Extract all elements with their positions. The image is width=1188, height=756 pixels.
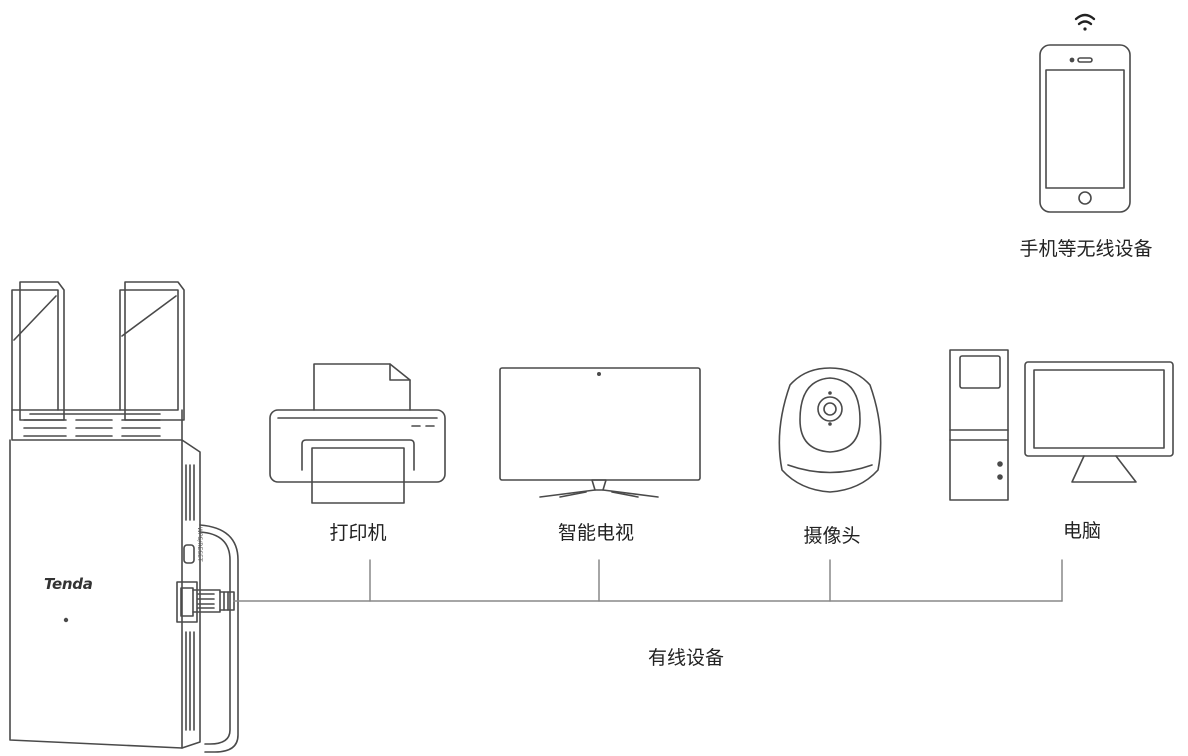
smart-tv-icon xyxy=(499,367,701,498)
printer-label: 打印机 xyxy=(329,522,387,544)
camera-icon xyxy=(778,367,882,493)
computer-label: 电脑 xyxy=(1062,520,1102,542)
camera-label: 摄像头 xyxy=(803,525,861,547)
phone-label: 手机等无线设备 xyxy=(1019,238,1153,260)
wired-devices-label: 有线设备 xyxy=(647,647,725,669)
range-extender xyxy=(9,281,239,753)
wifi-icon xyxy=(1074,13,1096,31)
tv-label: 智能电视 xyxy=(557,522,635,544)
wps-reset-label: WPS/RESET xyxy=(196,527,203,562)
computer-icon xyxy=(949,349,1174,501)
printer-icon xyxy=(269,363,446,504)
phone-icon xyxy=(1039,44,1131,213)
wired-connection-lines xyxy=(233,559,1063,602)
extender-brand-logo: Tenda xyxy=(44,575,93,593)
